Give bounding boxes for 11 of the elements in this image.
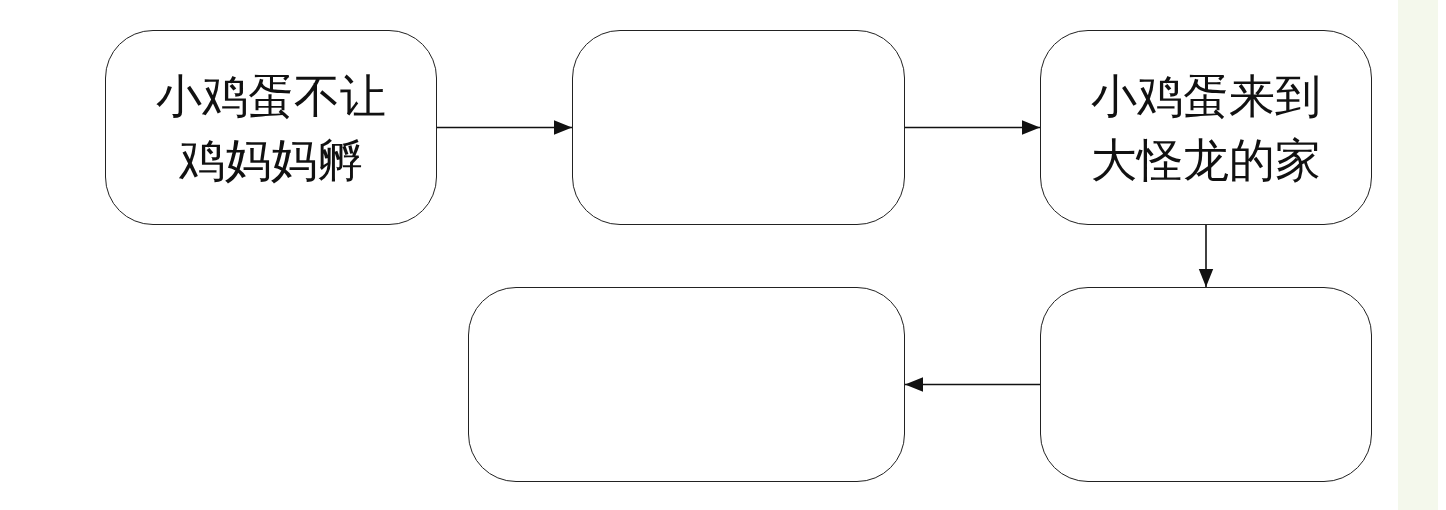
rounded-box: [105, 30, 437, 225]
rounded-box: [1040, 287, 1372, 482]
rounded-box: [1040, 30, 1372, 225]
arrow: [436, 120, 573, 135]
arrow: [904, 377, 1041, 392]
box-text: 小鸡蛋来到大怪龙的家: [1090, 67, 1322, 189]
rounded-box: [572, 30, 905, 225]
arrow: [1198, 224, 1214, 288]
rounded-box: [468, 287, 905, 482]
arrow: [904, 120, 1041, 135]
box-text: 小鸡蛋不让鸡妈妈孵: [155, 67, 387, 189]
